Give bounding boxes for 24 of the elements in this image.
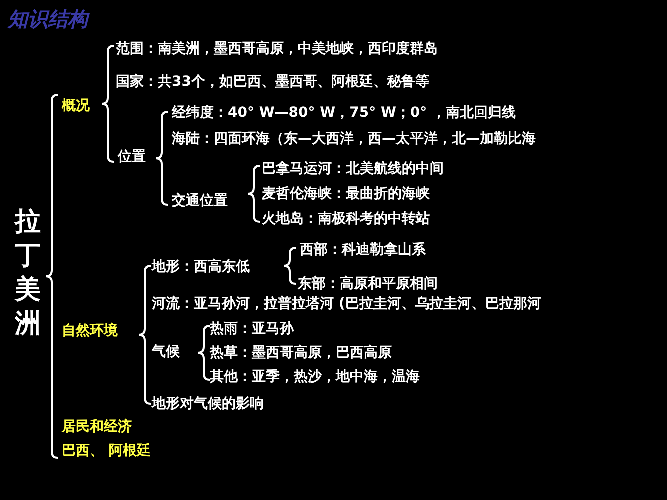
topic-text: 火地岛：南极科考的中转站 [262,210,430,228]
topic-text: 其他：亚季，热沙，地中海，温海 [210,368,420,386]
topic-text: 麦哲伦海峡：最曲折的海峡 [262,185,430,203]
topic-text: 海陆：四面环海（东—大西洋，西—太平洋，北—加勒比海 [172,130,536,148]
topic-text: 热雨：亚马孙 [210,320,294,338]
topic-text: 范围：南美洲，墨西哥高原，中美地峡，西印度群岛 [116,40,438,58]
heading: 知识结构 [8,6,88,33]
topic-text: 气候 [152,343,180,361]
topic-text: 位置 [118,148,146,166]
topic-text: 西部：科迪勒拿山系 [300,241,426,259]
category-label: 巴西、 阿根廷 [62,442,151,460]
topic-text: 地形：西高东低 [152,258,250,276]
topic-text: 巴拿马运河：北美航线的中间 [262,160,444,178]
topic-text: 经纬度：40° W—80° W，75° W；0° ，南北回归线 [172,104,516,122]
category-label: 概况 [62,97,90,115]
topic-text: 地形对气候的影响 [152,395,264,413]
root-label: 拉丁美洲 [14,206,42,341]
topic-text: 河流：亚马孙河，拉普拉塔河 (巴拉圭河、乌拉圭河、巴拉那河 [152,295,542,313]
topic-text: 热草：墨西哥高原，巴西高原 [210,344,392,362]
topic-text: 国家：共33个，如巴西、墨西哥、阿根廷、秘鲁等 [116,73,430,91]
category-label: 自然环境 [62,322,118,340]
topic-text: 交通位置 [172,192,228,210]
topic-text: 东部：高原和平原相间 [298,275,438,293]
category-label: 居民和经济 [62,418,132,436]
